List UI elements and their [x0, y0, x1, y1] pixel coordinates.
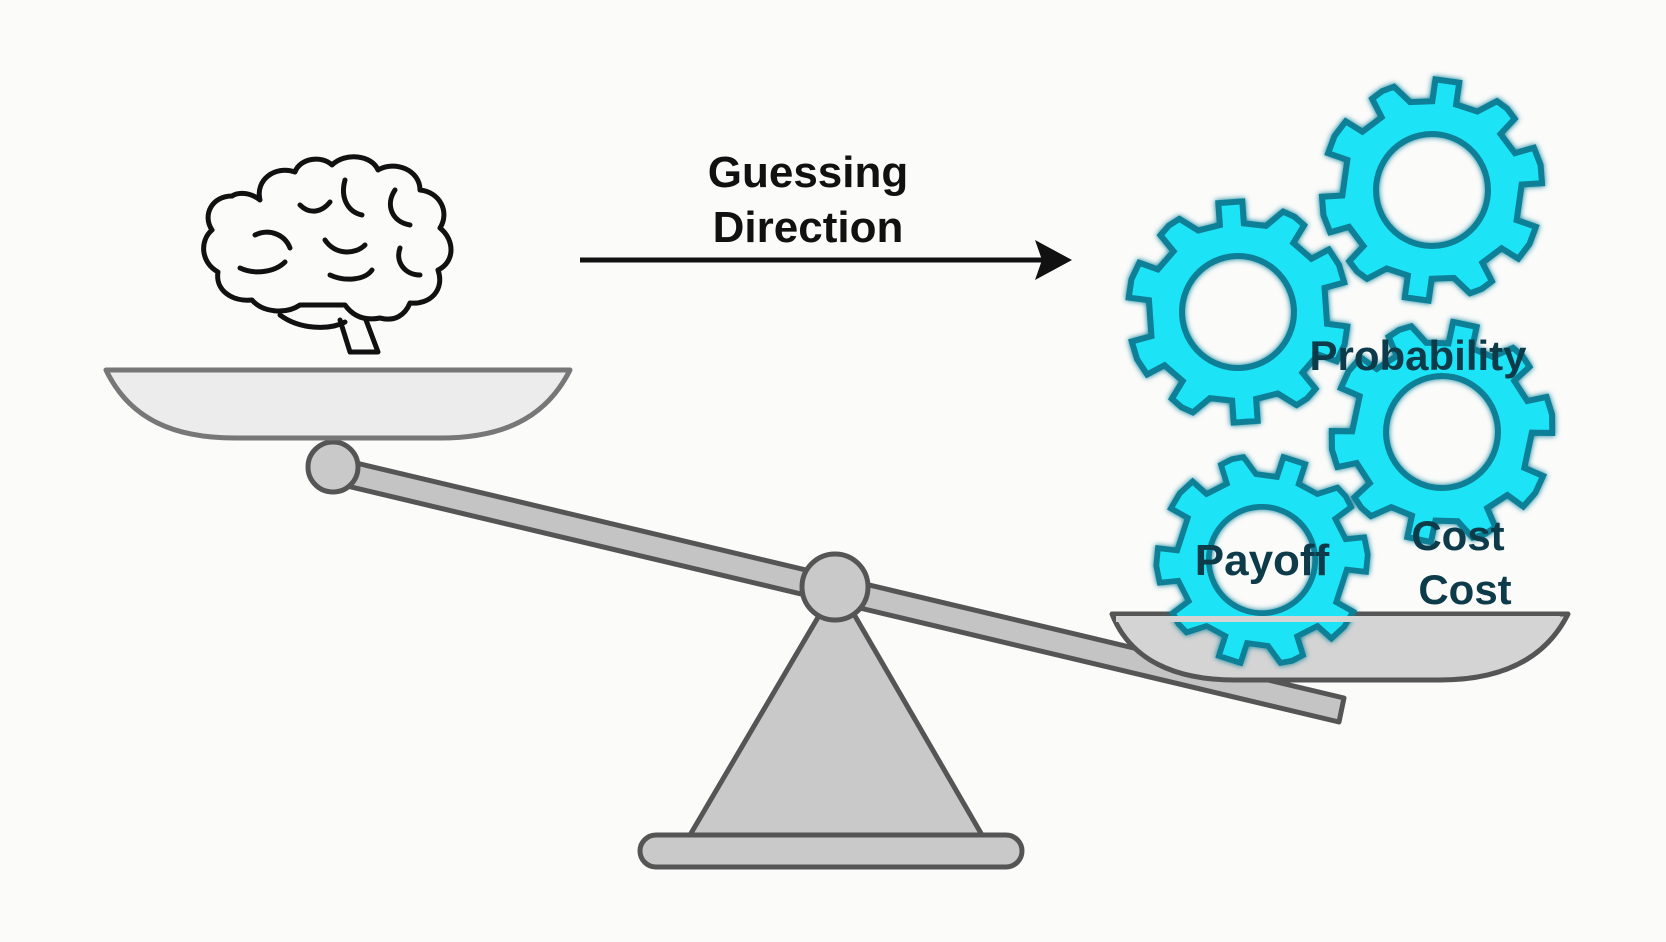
scale-fulcrum — [687, 582, 985, 838]
gear-label-cost-2: Cost — [1418, 566, 1511, 613]
beam-left-knob — [305, 439, 361, 495]
gear-icon — [1310, 66, 1555, 314]
left-pan — [103, 367, 573, 441]
scale-base — [637, 832, 1025, 870]
arrow-label-line2: Direction — [713, 203, 904, 252]
gear-label-probability: Probability — [1309, 332, 1527, 379]
gear-label-cost-1: Cost — [1411, 512, 1504, 559]
gear-label-payoff: Payoff — [1195, 536, 1330, 585]
arrow-label-line1: Guessing — [708, 148, 909, 197]
direction-arrow-head — [1035, 240, 1072, 280]
gear-icon — [1123, 195, 1354, 430]
scale-pivot — [799, 551, 871, 623]
brain-icon — [201, 154, 454, 355]
